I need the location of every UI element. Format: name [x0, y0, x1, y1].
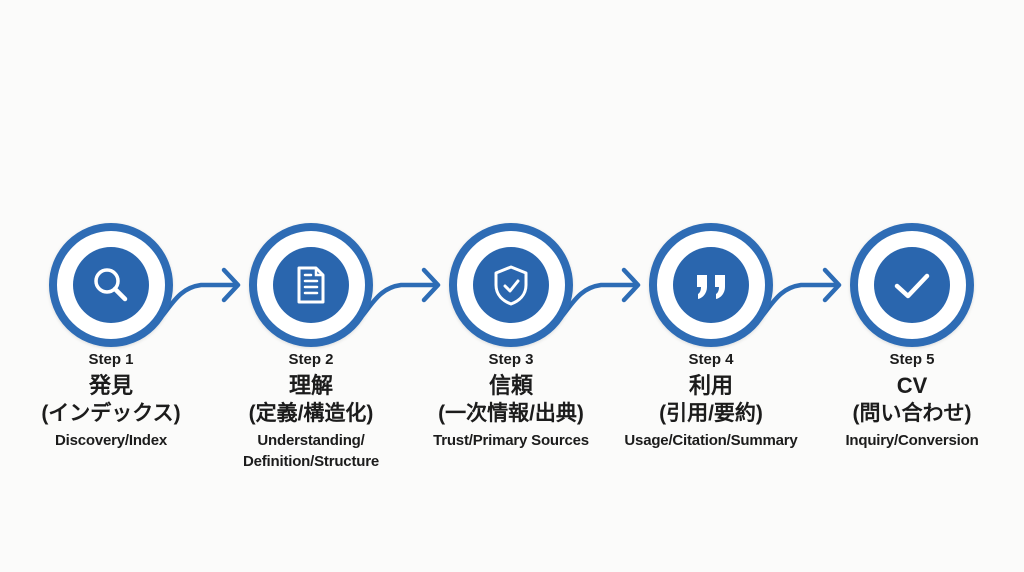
- step-title: CV: [896, 373, 928, 398]
- step-title: 理解: [288, 373, 333, 398]
- step-english-label: Understanding/: [257, 432, 365, 449]
- arrowhead-icon: [421, 267, 441, 303]
- step-label: Step 1: [88, 351, 134, 368]
- shield-check-icon: [494, 265, 528, 306]
- node-core: [473, 247, 549, 323]
- document-icon: [297, 266, 325, 304]
- search-icon: [94, 268, 128, 302]
- quote-icon: [697, 275, 725, 299]
- step-subtitle: (定義/構造化): [248, 402, 374, 425]
- step-english-label: Trust/Primary Sources: [433, 432, 589, 449]
- step-label: Step 2: [288, 351, 334, 368]
- arrowhead-icon: [221, 267, 241, 303]
- arrowhead-icon: [621, 267, 641, 303]
- node-core: [874, 247, 950, 323]
- node-core: [73, 247, 149, 323]
- step-subtitle: (インデックス): [41, 402, 181, 425]
- step-text-4: Step 4 利用 (引用/要約) Usage/Citation/Summary: [611, 350, 811, 451]
- step-english-label: Usage/Citation/Summary: [624, 432, 798, 449]
- step-node-4: [649, 223, 773, 347]
- step-node-5: [850, 223, 974, 347]
- step-subtitle: (一次情報/出典): [438, 402, 584, 425]
- arrowhead-icon: [822, 267, 842, 303]
- node-core: [673, 247, 749, 323]
- step-node-1: [49, 223, 173, 347]
- step-node-2: [249, 223, 373, 347]
- step-subtitle: (問い合わせ): [852, 402, 972, 425]
- node-core: [273, 247, 349, 323]
- checkmark-icon: [894, 273, 930, 299]
- step-english-label: Definition/Structure: [242, 453, 379, 470]
- step-text-1: Step 1 発見 (インデックス) Discovery/Index: [11, 350, 211, 451]
- step-label: Step 5: [889, 351, 935, 368]
- step-title: 発見: [88, 373, 133, 398]
- step-title: 利用: [688, 373, 733, 398]
- step-node-3: [449, 223, 573, 347]
- step-label: Step 3: [488, 351, 534, 368]
- step-title: 信頼: [488, 373, 533, 398]
- step-text-5: Step 5 CV (問い合わせ) Inquiry/Conversion: [812, 350, 1012, 451]
- step-label: Step 4: [688, 351, 734, 368]
- step-nodes: [49, 223, 974, 347]
- step-english-label: Discovery/Index: [54, 432, 168, 449]
- step-text-3: Step 3 信頼 (一次情報/出典) Trust/Primary Sources: [411, 350, 611, 451]
- step-english-label: Inquiry/Conversion: [845, 432, 979, 449]
- step-text-2: Step 2 理解 (定義/構造化) Understanding/Definition…: [211, 350, 411, 472]
- step-subtitle: (引用/要約): [659, 402, 763, 425]
